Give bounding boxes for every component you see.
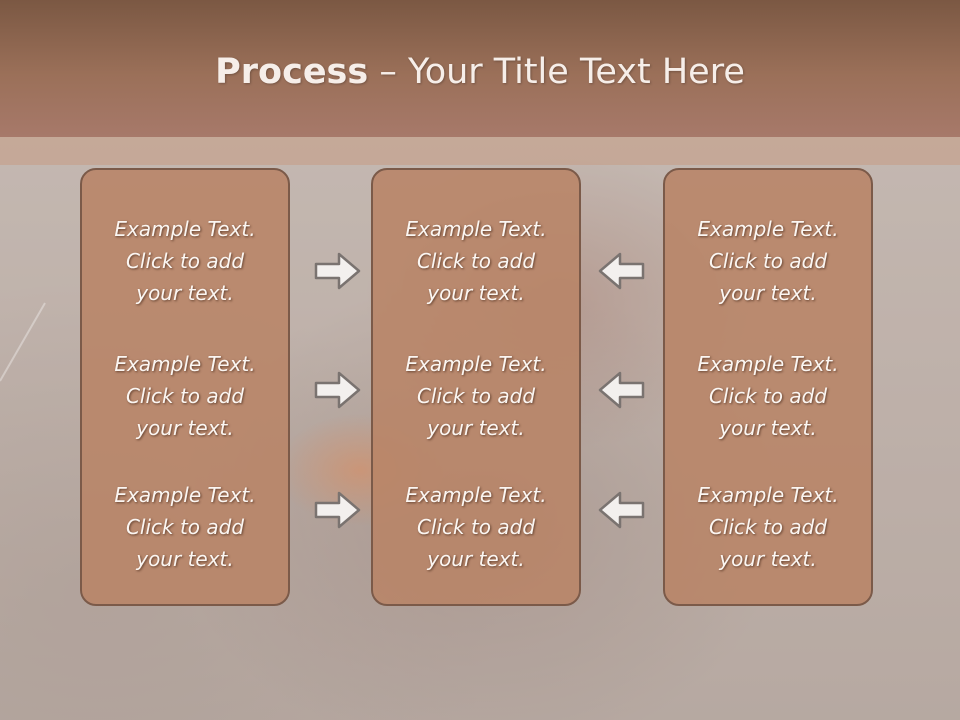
text-block[interactable]: Example Text. Click to add your text. <box>373 348 579 444</box>
arrow-left-icon <box>598 491 645 529</box>
text-block[interactable]: Example Text. Click to add your text. <box>665 479 871 575</box>
text-block[interactable]: Example Text. Click to add your text. <box>665 348 871 444</box>
title-bold: Process <box>215 52 369 92</box>
text-block[interactable]: Example Text. Click to add your text. <box>82 479 288 575</box>
text-line: your text. <box>136 416 234 440</box>
text-block[interactable]: Example Text. Click to add your text. <box>373 213 579 309</box>
arrow-left-icon <box>598 371 645 409</box>
text-line: Click to add <box>125 249 245 273</box>
text-line: your text. <box>719 416 817 440</box>
process-column-right[interactable]: Example Text. Click to add your text. Ex… <box>663 168 873 606</box>
text-line: Click to add <box>416 249 536 273</box>
text-line: your text. <box>427 281 525 305</box>
text-line: your text. <box>719 547 817 571</box>
text-line: Click to add <box>416 384 536 408</box>
title-banner-strip <box>0 137 960 165</box>
text-line: Example Text. <box>405 352 547 376</box>
text-line: Example Text. <box>114 352 256 376</box>
arrow-left-icon <box>598 252 645 290</box>
slide-title[interactable]: Process – Your Title Text Here <box>0 52 960 92</box>
text-block[interactable]: Example Text. Click to add your text. <box>82 348 288 444</box>
text-line: Example Text. <box>405 483 547 507</box>
process-column-left[interactable]: Example Text. Click to add your text. Ex… <box>80 168 290 606</box>
arrow-right-icon <box>314 252 361 290</box>
arrow-right-icon <box>314 371 361 409</box>
text-line: your text. <box>427 547 525 571</box>
text-line: Click to add <box>416 515 536 539</box>
text-line: Example Text. <box>114 217 256 241</box>
text-line: Example Text. <box>697 483 839 507</box>
text-line: your text. <box>719 281 817 305</box>
text-line: your text. <box>136 281 234 305</box>
title-rest: – Your Title Text Here <box>368 52 745 92</box>
text-line: Click to add <box>708 384 828 408</box>
text-line: Click to add <box>708 515 828 539</box>
process-column-center[interactable]: Example Text. Click to add your text. Ex… <box>371 168 581 606</box>
text-line: Click to add <box>125 515 245 539</box>
text-block[interactable]: Example Text. Click to add your text. <box>665 213 871 309</box>
text-block[interactable]: Example Text. Click to add your text. <box>82 213 288 309</box>
arrow-right-icon <box>314 491 361 529</box>
text-line: Example Text. <box>405 217 547 241</box>
text-line: Click to add <box>125 384 245 408</box>
text-line: Example Text. <box>114 483 256 507</box>
text-line: your text. <box>136 547 234 571</box>
text-line: Example Text. <box>697 352 839 376</box>
text-block[interactable]: Example Text. Click to add your text. <box>373 479 579 575</box>
text-line: your text. <box>427 416 525 440</box>
text-line: Click to add <box>708 249 828 273</box>
text-line: Example Text. <box>697 217 839 241</box>
title-banner <box>0 0 960 137</box>
